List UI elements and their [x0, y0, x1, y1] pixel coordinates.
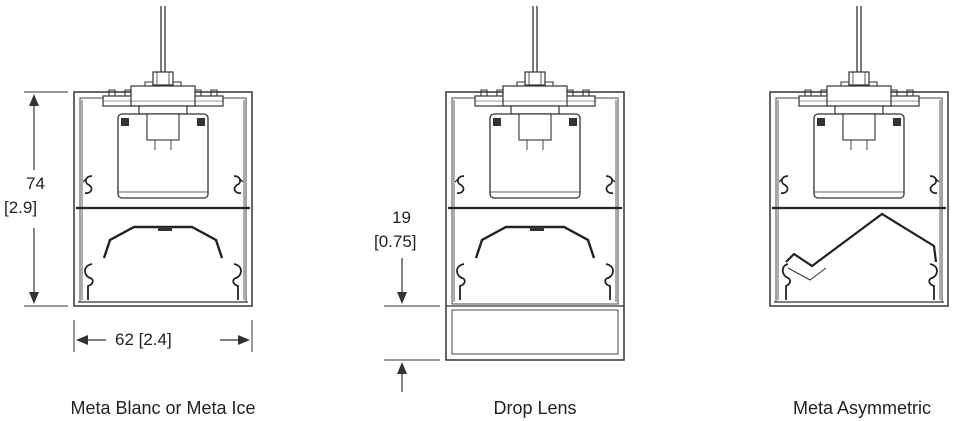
width-dimension	[73, 320, 253, 352]
drop-dimension	[384, 258, 440, 392]
caption-meta-blanc: Meta Blanc or Meta Ice	[70, 398, 256, 418]
caption-drop-lens: Drop Lens	[493, 398, 577, 418]
height-dimension	[24, 91, 68, 307]
drop-imperial-label: [0.75]	[374, 232, 417, 251]
profile-meta-blanc	[73, 4, 253, 307]
drop-label: 19	[392, 208, 411, 227]
profile-meta-asymmetric	[769, 4, 949, 307]
caption-meta-asymmetric: Meta Asymmetric	[792, 398, 932, 418]
height-label: 74	[26, 174, 45, 193]
width-label: 62 [2.4]	[115, 330, 172, 349]
height-imperial-label: [2.9]	[4, 198, 38, 217]
profile-drop-lens	[445, 4, 625, 361]
